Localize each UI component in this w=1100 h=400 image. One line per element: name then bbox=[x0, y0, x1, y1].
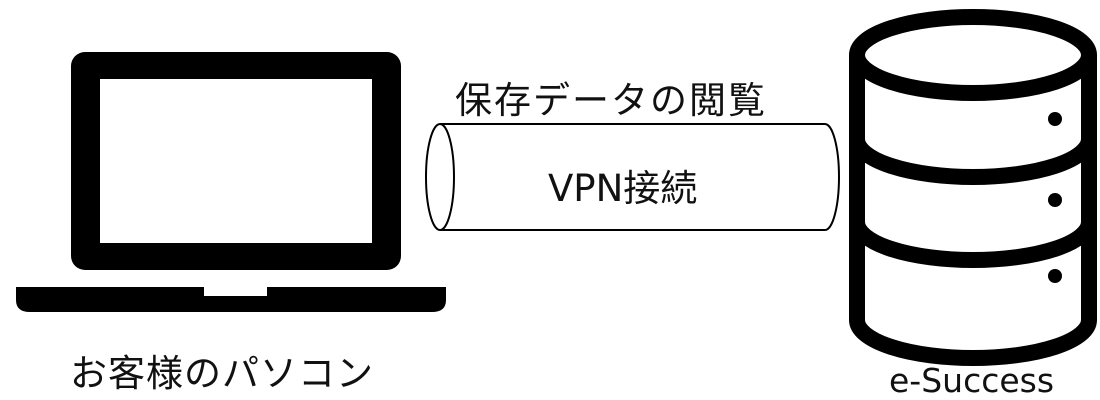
db-top bbox=[849, 9, 1097, 101]
db-indicator-2 bbox=[1048, 193, 1062, 207]
database-icon bbox=[849, 9, 1097, 366]
laptop-screen bbox=[100, 79, 372, 243]
db-indicator-3 bbox=[1048, 269, 1062, 283]
laptop-icon bbox=[16, 52, 446, 312]
pipe-cylinder-icon bbox=[425, 123, 840, 231]
connection-label: VPN接続 bbox=[548, 167, 698, 210]
pipe-body bbox=[425, 123, 840, 231]
db-indicator-1 bbox=[1048, 112, 1062, 126]
db-body bbox=[849, 55, 1097, 366]
pipe-left-rim bbox=[439, 123, 455, 231]
laptop-base bbox=[16, 287, 446, 312]
client-label: お客様のパソコン bbox=[70, 352, 374, 395]
db-divider-1 bbox=[849, 138, 1097, 185]
server-label: e-Success bbox=[889, 361, 1055, 400]
laptop-trackpad-notch bbox=[204, 287, 267, 296]
db-divider-2 bbox=[849, 221, 1097, 268]
operation-label: 保存データの閲覧 bbox=[455, 79, 767, 122]
